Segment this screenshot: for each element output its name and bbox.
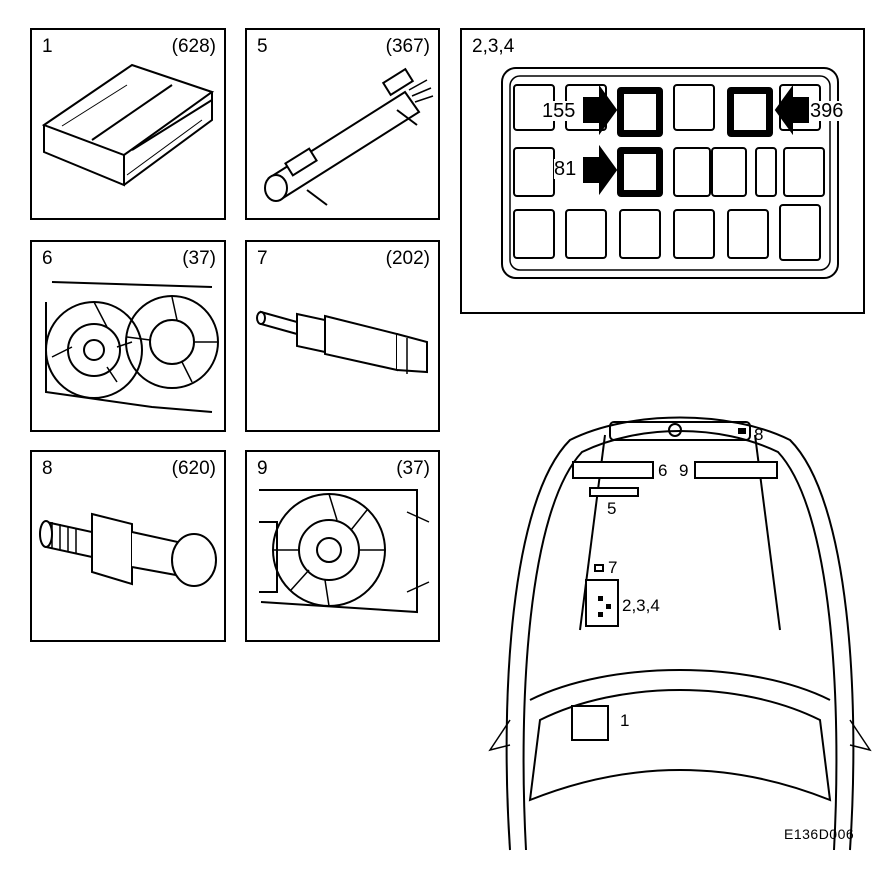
car-outline <box>488 416 872 851</box>
part-code: (202) <box>385 248 430 269</box>
callout-81: 81 <box>554 158 577 180</box>
part-code: (37) <box>182 248 216 269</box>
panel-number: 2,3,4 <box>472 36 515 57</box>
car-label-2-3-4: 2,3,4 <box>622 596 660 615</box>
figure-reference: E136D006 <box>784 826 855 842</box>
panel-9: 9 (37) <box>245 450 440 642</box>
panel-number: 8 <box>42 458 53 479</box>
car-label-9: 9 <box>679 461 689 480</box>
part-code: (628) <box>171 36 216 57</box>
panel-6: 6 (37) <box>30 240 226 432</box>
panel-number: 9 <box>257 458 268 479</box>
car-label-1: 1 <box>620 711 630 730</box>
panel-1: 1 (628) <box>30 28 226 220</box>
panel-number: 6 <box>42 248 53 269</box>
car-label-7: 7 <box>608 558 618 577</box>
panel-number: 5 <box>257 36 268 57</box>
panel-7: 7 (202) <box>245 240 440 432</box>
cooling-fan-icon <box>259 489 430 614</box>
car-label-5: 5 <box>607 499 617 518</box>
cylindrical-sensor-icon <box>264 67 434 206</box>
part-code: (620) <box>171 458 216 479</box>
panel-5: 5 (367) <box>245 28 440 220</box>
pressure-switch-icon <box>39 512 217 587</box>
callout-396: 396 <box>810 100 844 122</box>
part-code: (37) <box>396 458 430 479</box>
relay-box-panel: 2,3,4 <box>460 28 865 314</box>
temperature-sensor-icon <box>256 310 428 374</box>
car-label-8: 8 <box>754 425 764 444</box>
car-top-view: 8 6 9 5 7 2,3,4 1 <box>470 400 890 870</box>
control-module-icon <box>41 63 215 187</box>
relay-box-diagram <box>501 67 839 279</box>
cooling-fan-icon <box>45 281 219 413</box>
car-label-6: 6 <box>658 461 668 480</box>
panel-8: 8 (620) <box>30 450 226 642</box>
callout-155: 155 <box>542 100 576 122</box>
panel-number: 1 <box>42 36 53 57</box>
panel-number: 7 <box>257 248 268 269</box>
part-code: (367) <box>385 36 430 57</box>
